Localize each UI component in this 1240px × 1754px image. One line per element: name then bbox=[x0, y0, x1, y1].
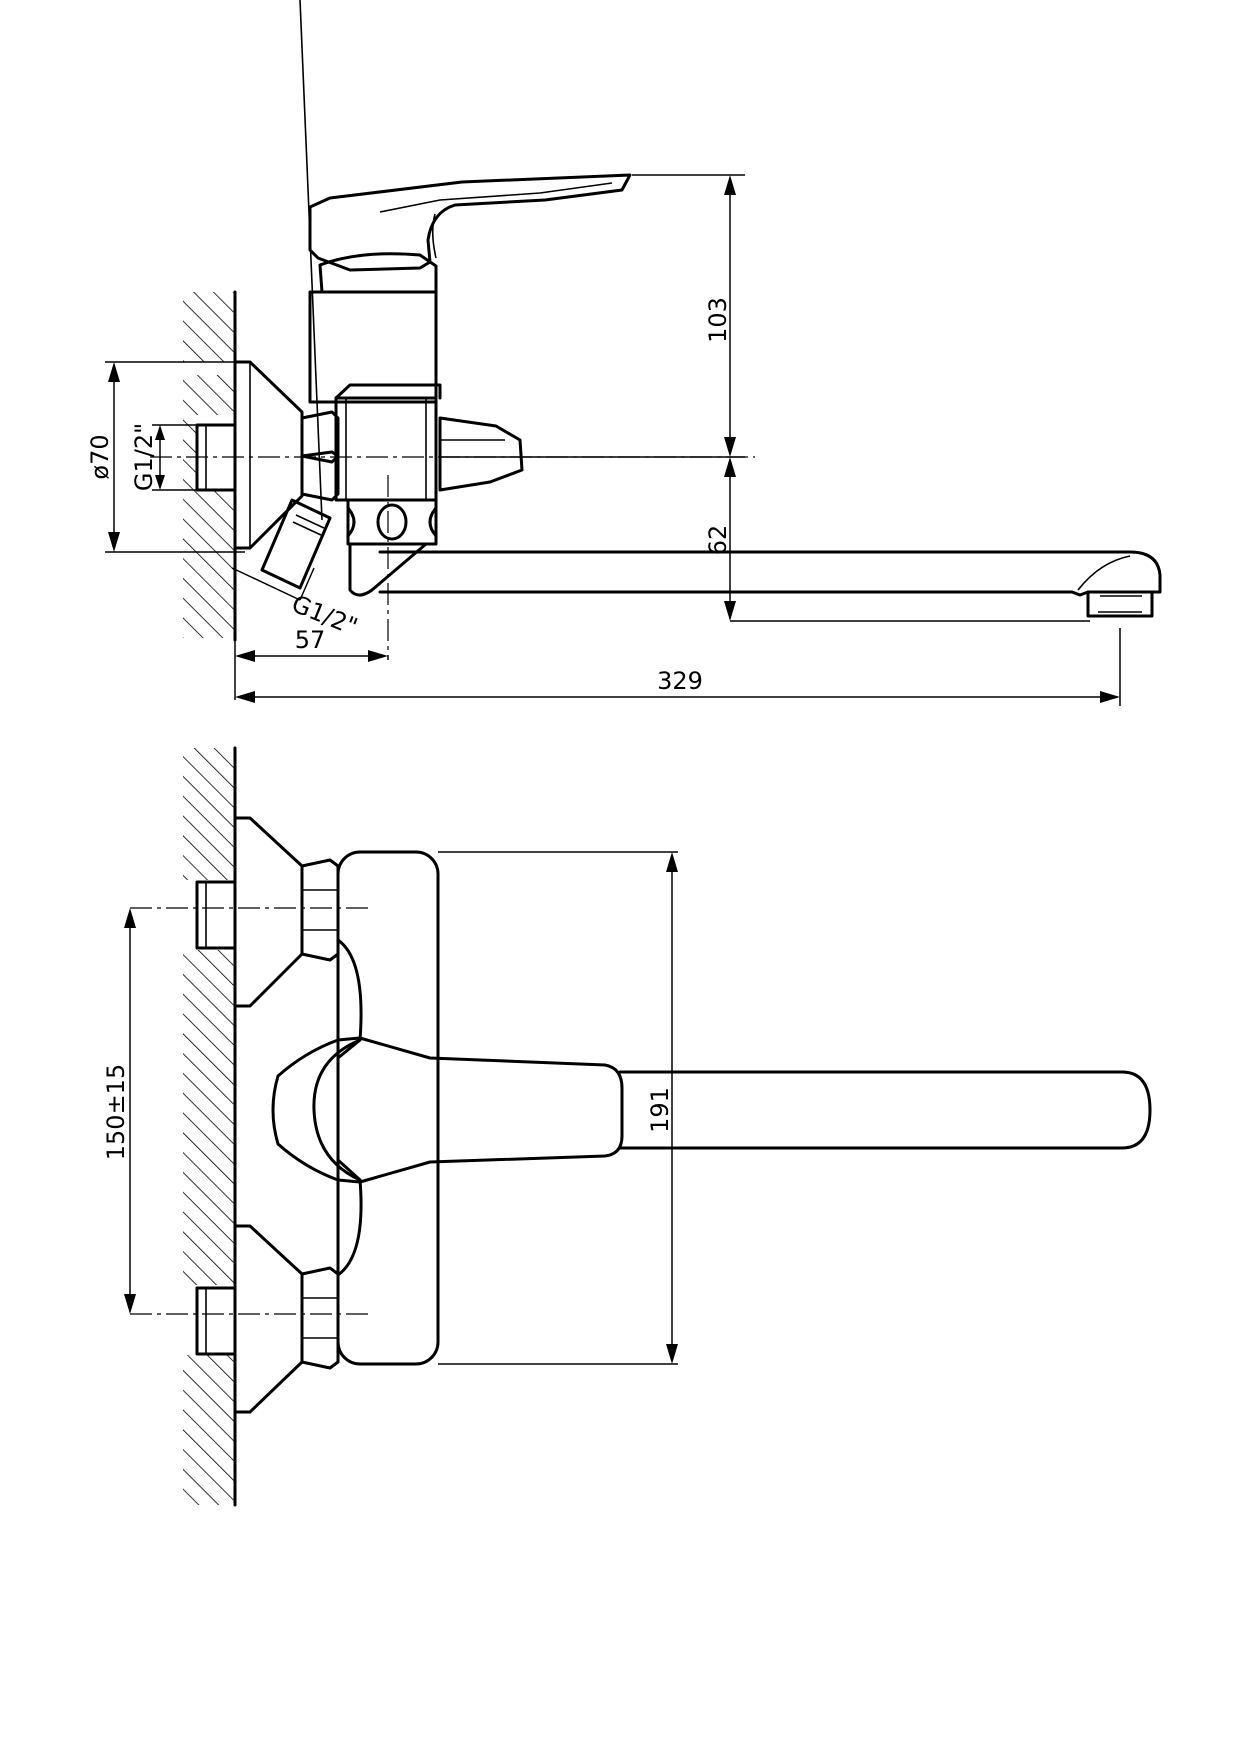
dimension-flange-diameter-label: ø70 bbox=[86, 434, 114, 479]
dimension-103-label: 103 bbox=[704, 297, 732, 343]
dimension-62: 62 bbox=[704, 457, 1090, 622]
dimension-191-label: 191 bbox=[646, 1087, 674, 1133]
diverter-knob-side bbox=[438, 416, 524, 492]
lever-handle-top bbox=[271, 1036, 624, 1184]
dimension-57: 57 bbox=[234, 626, 389, 700]
wall-hatching-top bbox=[183, 746, 237, 1507]
dimension-57-label: 57 bbox=[295, 626, 326, 654]
flange-side bbox=[233, 360, 304, 550]
wall-hatching-side bbox=[183, 290, 237, 642]
inlet-lower-top bbox=[195, 1224, 340, 1414]
spout-side bbox=[378, 550, 1162, 597]
dimension-thread-inlet-label: G1/2" bbox=[130, 423, 158, 491]
lever-cap-side bbox=[318, 252, 438, 294]
connector-arm-lower bbox=[336, 1158, 363, 1277]
dimension-flange-diameter: ø70 bbox=[86, 361, 245, 553]
dimension-thread-inlet: G1/2" bbox=[130, 423, 200, 491]
eccentric-connector-side bbox=[260, 0, 332, 590]
spout-top bbox=[618, 1070, 1152, 1150]
top-view: 150±15 191 bbox=[102, 746, 1152, 1507]
dimension-150: 150±15 bbox=[102, 908, 136, 1314]
dimension-191: 191 bbox=[438, 851, 678, 1365]
mixer-body-top bbox=[336, 850, 440, 1366]
swivel-ring-side bbox=[346, 498, 438, 546]
dimension-329: 329 bbox=[235, 628, 1121, 706]
lever-handle-side bbox=[308, 173, 632, 272]
side-view: 103 62 ø70 G1/2" bbox=[86, 0, 1162, 706]
dimension-329-label: 329 bbox=[657, 667, 703, 695]
spout-base-side bbox=[348, 542, 428, 597]
connector-arm-upper bbox=[336, 938, 363, 1060]
aerator-side bbox=[1086, 590, 1154, 618]
dimension-103: 103 bbox=[440, 174, 745, 458]
dimension-62-label: 62 bbox=[704, 525, 732, 556]
hex-nut-side bbox=[300, 410, 340, 502]
dimension-150-label: 150±15 bbox=[102, 1064, 130, 1160]
